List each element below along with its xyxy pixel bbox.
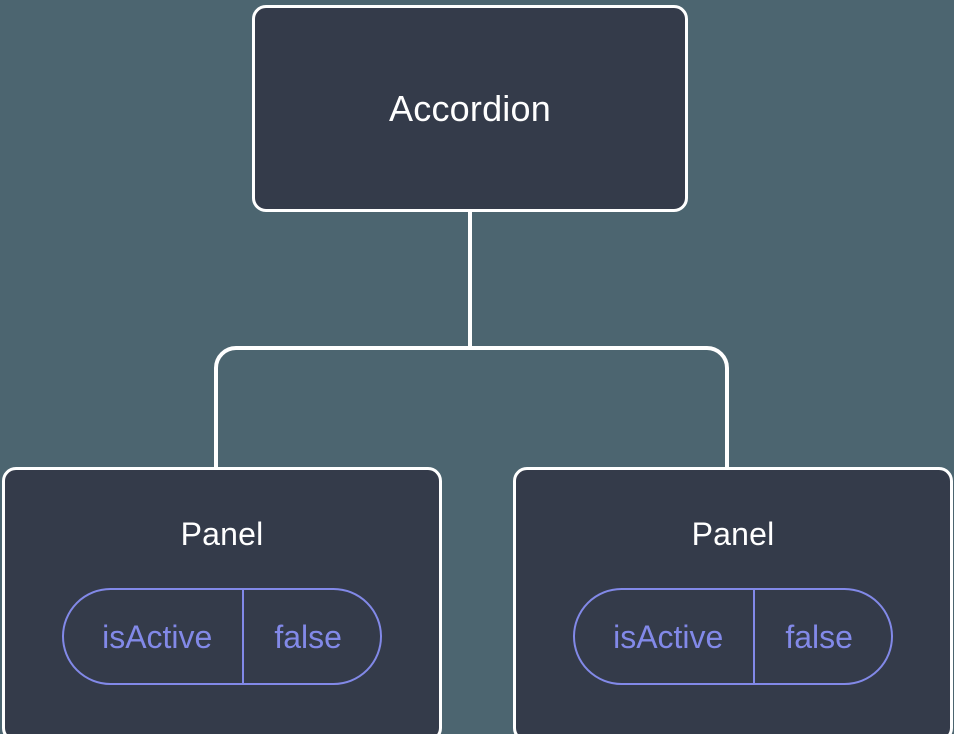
node-accordion[interactable]: Accordion [252, 5, 688, 212]
state-badge-panel-2[interactable]: isActive false [573, 588, 893, 685]
state-badge-value: false [274, 618, 342, 655]
edge-branch-to-panel-left [214, 346, 470, 470]
state-badge-key: isActive [64, 590, 245, 683]
node-accordion-label: Accordion [389, 87, 551, 129]
state-badge-key: isActive [575, 590, 756, 683]
node-panel-1-label: Panel [180, 516, 264, 552]
state-badge-value: false [785, 618, 853, 655]
node-panel-2-label: Panel [691, 516, 775, 552]
edge-branch-to-panel-right [470, 346, 729, 470]
node-panel-1[interactable]: Panel isActive false [2, 467, 442, 734]
node-panel-2[interactable]: Panel isActive false [513, 467, 953, 734]
state-badge-panel-1[interactable]: isActive false [62, 588, 382, 685]
